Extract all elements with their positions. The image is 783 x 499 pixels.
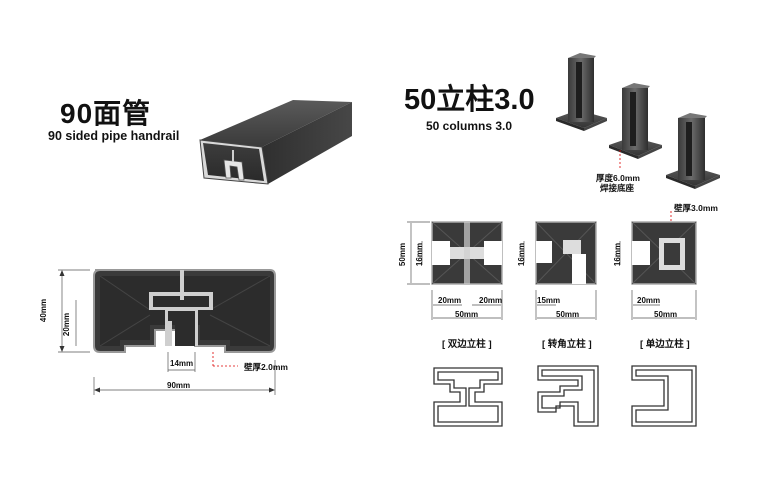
double-side-outline (433, 367, 503, 427)
sec1-height: 50mm (398, 242, 408, 267)
pipe-title: 90面管 (60, 98, 152, 129)
sec2-left-dim: 15mm (537, 296, 561, 305)
sec1-caption: [ 双边立柱 ] (442, 339, 492, 350)
sec1-width: 50mm (455, 310, 479, 319)
column-title: 50立柱3.0 (404, 84, 535, 116)
single-side-outline (631, 365, 697, 427)
pipe-subtitle: 90 sided pipe handrail (48, 129, 180, 143)
wall-2mm-note: 壁厚2.0mm (244, 362, 288, 372)
corner-section (523, 221, 597, 320)
wall-3mm-note: 壁厚3.0mm (674, 203, 718, 213)
sec3-left-dim: 20mm (637, 296, 661, 305)
sec2-caption: [ 转角立柱 ] (542, 339, 592, 350)
sec3-slot: 16mm (613, 242, 623, 267)
base-thickness-note: 厚度6.0mm (596, 173, 640, 183)
sec3-width: 50mm (654, 310, 678, 319)
dim-90mm: 90mm (167, 381, 191, 390)
sec1-slot: 16mm (415, 242, 425, 267)
single-side-section (619, 221, 697, 320)
sec2-slot: 16mm (517, 242, 527, 267)
sec1-left-dim: 20mm (438, 296, 462, 305)
sec1-right-dim: 20mm (479, 296, 503, 305)
double-side-section (407, 221, 503, 320)
column-subtitle: 50 columns 3.0 (426, 119, 513, 133)
corner-outline (537, 365, 599, 427)
dim-14mm: 14mm (170, 359, 194, 368)
base-weld-note: 焊接底座 (600, 183, 635, 193)
sec2-width: 50mm (556, 310, 580, 319)
sec3-caption: [ 单边立柱 ] (640, 339, 690, 350)
